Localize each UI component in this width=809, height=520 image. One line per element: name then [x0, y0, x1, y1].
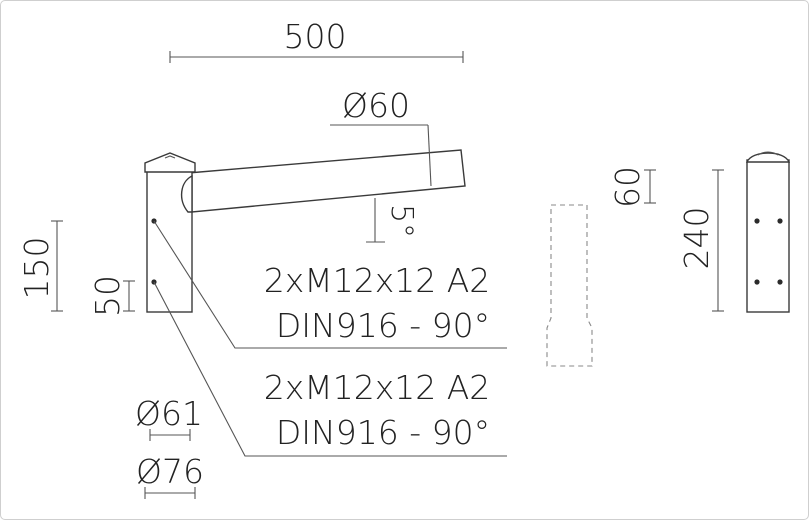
label-bolt-spec-2-line2: DIN916 - 90° [276, 413, 490, 452]
side-hole-4 [777, 279, 783, 285]
bracket-saddle [181, 174, 193, 213]
label-arm-angle: 5° [384, 204, 419, 238]
label-bolt-spec-1-line1: 2xM12x12 A2 [264, 261, 491, 300]
label-height-total: 150 [17, 237, 56, 300]
bracket-arm [187, 149, 466, 213]
side-hole-2 [777, 218, 783, 224]
bolt-leader-upper [153, 220, 507, 349]
side-hole-3 [754, 279, 760, 285]
dimension-240: 240 [677, 169, 724, 312]
label-height-lower: 50 [88, 275, 127, 317]
bracket-cap [144, 152, 196, 173]
dimension-diameter-61: Ø61 [135, 394, 203, 441]
label-arm-length: 500 [284, 17, 347, 56]
label-inner-diameter: Ø61 [135, 394, 203, 433]
label-arm-diameter: Ø60 [342, 86, 410, 125]
label-outer-diameter: Ø76 [136, 452, 204, 491]
dimension-diameter-60: Ø60 [330, 86, 432, 187]
bracket-side-view [745, 151, 791, 313]
dimension-150: 150 [17, 220, 63, 312]
dimension-500: 500 [169, 17, 464, 63]
bolt-leader-lower [153, 281, 507, 457]
label-side-top: 60 [608, 166, 647, 208]
dimension-50: 50 [88, 275, 135, 317]
label-side-height: 240 [677, 207, 716, 270]
side-hole-1 [754, 218, 760, 224]
side-column [746, 159, 790, 313]
dimension-60: 60 [608, 166, 656, 208]
label-bolt-spec-1-line2: DIN916 - 90° [276, 306, 490, 345]
dimension-diameter-76: Ø76 [136, 452, 204, 499]
pole-outline-dashed [546, 204, 593, 367]
side-cap [745, 152, 791, 163]
label-bolt-spec-2-line1: 2xM12x12 A2 [264, 368, 491, 407]
dimension-angle: 5° [366, 198, 419, 243]
